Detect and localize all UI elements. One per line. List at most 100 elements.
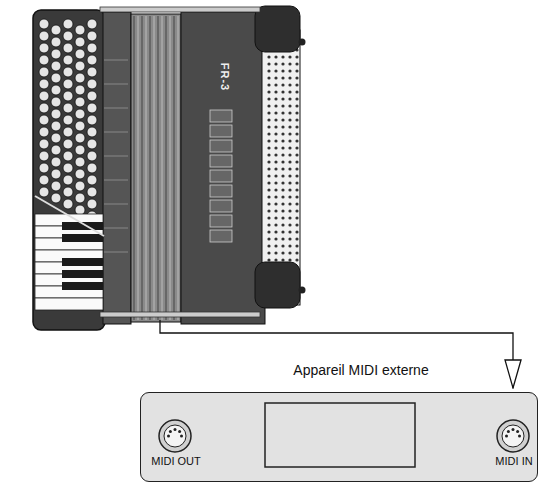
grille-hole [281,62,284,65]
bass-button [75,109,85,119]
bass-button [39,43,49,53]
grille-hole [281,132,284,135]
grille-hole [295,195,298,198]
grille-hole [288,223,291,226]
grille-hole [274,118,277,121]
device-fill [140,392,538,482]
grille-hole [281,104,284,107]
grille-hole [267,216,270,219]
bass-button [51,73,61,83]
bass-button [75,193,85,203]
bass-button [87,175,97,185]
black-key [62,270,103,278]
bass-button [87,55,97,65]
bass-button [87,187,97,197]
grille-hole [274,160,277,163]
treble-body [181,12,265,324]
grille-hole [281,188,284,191]
black-key [62,258,103,266]
din-pin [180,435,183,438]
bass-button [63,19,73,29]
bass-button [75,121,85,131]
strap [100,312,260,317]
grille-hole [267,146,270,149]
grille-hole [274,230,277,233]
grille-hole [267,90,270,93]
grille-hole [295,139,298,142]
grille-hole [267,55,270,58]
grille-hole [281,153,284,156]
grille-hole [274,258,277,261]
bass-button [63,115,73,125]
bass-button [51,49,61,59]
grille-hole [274,97,277,100]
grille-hole [267,188,270,191]
grille-hole [295,97,298,100]
accordion-illustration [33,6,306,330]
grille-hole [267,83,270,86]
grille-hole [288,76,291,79]
grille-hole [274,209,277,212]
midi-device-illustration [140,392,538,482]
grille-hole [274,202,277,205]
grille-hole [288,258,291,261]
bass-button [39,103,49,113]
register-button [210,230,232,242]
bass-button [75,97,85,107]
din-ring [497,420,529,452]
grille-hole [295,223,298,226]
din-pin [507,430,510,433]
grille-hole [281,237,284,240]
grille-hole [267,69,270,72]
grille-hole [295,146,298,149]
bass-button [39,91,49,101]
bass-button [87,67,97,77]
bass-button [87,163,97,173]
bass-button [63,103,73,113]
grille-hole [295,55,298,58]
bass-button [87,127,97,137]
grille-hole [281,146,284,149]
grille-hole [295,188,298,191]
bass-button [51,25,61,35]
bass-button [63,199,73,209]
grille-holes [267,34,298,296]
grille-hole [267,76,270,79]
grille-hole [274,174,277,177]
bass-button [39,55,49,65]
grille-hole [295,209,298,212]
grille-hole [295,174,298,177]
bass-button [51,85,61,95]
grille-hole [274,83,277,86]
bass-button [75,133,85,143]
bass-button [87,31,97,41]
bass-button [39,19,49,29]
bass-button [39,175,49,185]
bellows-fold [154,16,155,320]
black-key [62,282,103,290]
grille-hole [295,62,298,65]
panel-line [104,108,128,109]
grille-hole [281,230,284,233]
grille-hole [288,83,291,86]
port-label: MIDI IN [495,455,532,467]
grille-hole [281,209,284,212]
grille-hole [288,146,291,149]
grille-hole [288,153,291,156]
grille-hole [288,55,291,58]
din-pin [169,430,172,433]
grille-hole [288,160,291,163]
grille-hole [267,167,270,170]
bass-button [63,163,73,173]
din-pin [518,435,521,438]
bass-button [75,145,85,155]
grille-hole [281,258,284,261]
grille-hole [281,90,284,93]
grille-hole [274,181,277,184]
bellows-fold [166,16,167,320]
bass-button [51,37,61,47]
bass-button [39,139,49,149]
bass-button [63,139,73,149]
bellows-fold [170,16,171,320]
grille-hole [288,202,291,205]
